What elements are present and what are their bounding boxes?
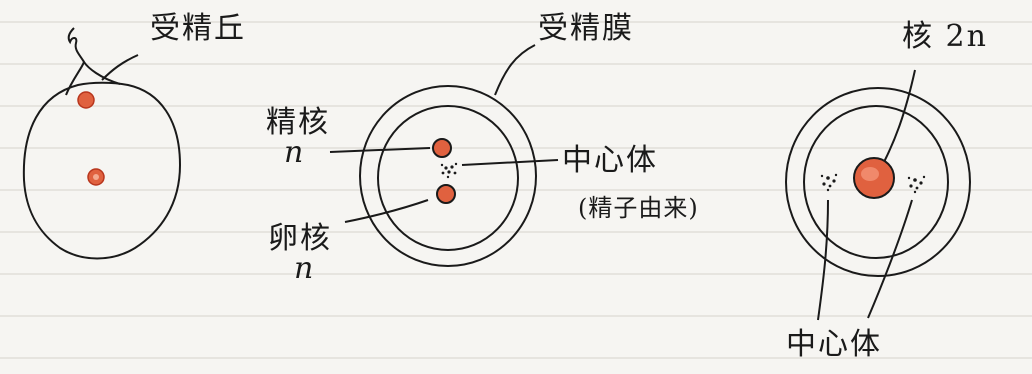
nucleus-label-leader bbox=[883, 69, 916, 163]
centrosome-right-dots bbox=[907, 175, 926, 194]
fertilization-membrane-outer bbox=[359, 85, 537, 267]
egg-cell-stage-1 bbox=[22, 27, 182, 260]
label-sperm-nucleus: 精核 bbox=[266, 105, 330, 140]
sperm-tail bbox=[67, 27, 85, 63]
sperm-nucleus-entering bbox=[77, 91, 95, 109]
label-nucleus-2n: 核 2n bbox=[902, 19, 988, 54]
centrosome-right-leader bbox=[867, 199, 913, 319]
fertilization-cone bbox=[65, 59, 121, 96]
egg-cell-stage-3 bbox=[785, 69, 971, 321]
label-fertilization-membrane: 受精膜 bbox=[538, 11, 634, 46]
centrosome-left-dots bbox=[820, 173, 838, 192]
egg-nucleus-highlight bbox=[93, 174, 99, 180]
egg-cell-stage-2 bbox=[329, 44, 559, 267]
label-egg-nucleus-n: n bbox=[294, 251, 316, 286]
label-egg-nucleus: 卵核 bbox=[268, 221, 332, 256]
egg-membrane-inner-3 bbox=[803, 105, 949, 259]
egg-membrane bbox=[22, 81, 182, 260]
sperm-nucleus bbox=[432, 138, 452, 158]
label-centrosome-bottom: 中心体 bbox=[786, 327, 882, 362]
label-fertilization-cone: 受精丘 bbox=[150, 11, 246, 46]
sperm-nucleus-leader bbox=[329, 147, 431, 153]
egg-nucleus bbox=[436, 184, 456, 204]
fused-nucleus-highlight bbox=[861, 167, 879, 181]
centrosome-left-leader bbox=[817, 199, 829, 321]
membrane-label-leader bbox=[494, 44, 536, 96]
egg-nucleus-leader bbox=[344, 199, 429, 223]
egg-membrane-inner bbox=[377, 105, 519, 251]
label-centrosome-origin: (精子由来) bbox=[578, 194, 699, 222]
centrosome-dots-stage-2 bbox=[440, 162, 458, 179]
label-centrosome: 中心体 bbox=[562, 143, 658, 178]
cone-label-leader bbox=[101, 54, 139, 81]
centrosome-leader bbox=[461, 159, 559, 166]
fertilization-membrane-outer-3 bbox=[785, 87, 971, 277]
label-sperm-nucleus-n: n bbox=[284, 135, 306, 170]
